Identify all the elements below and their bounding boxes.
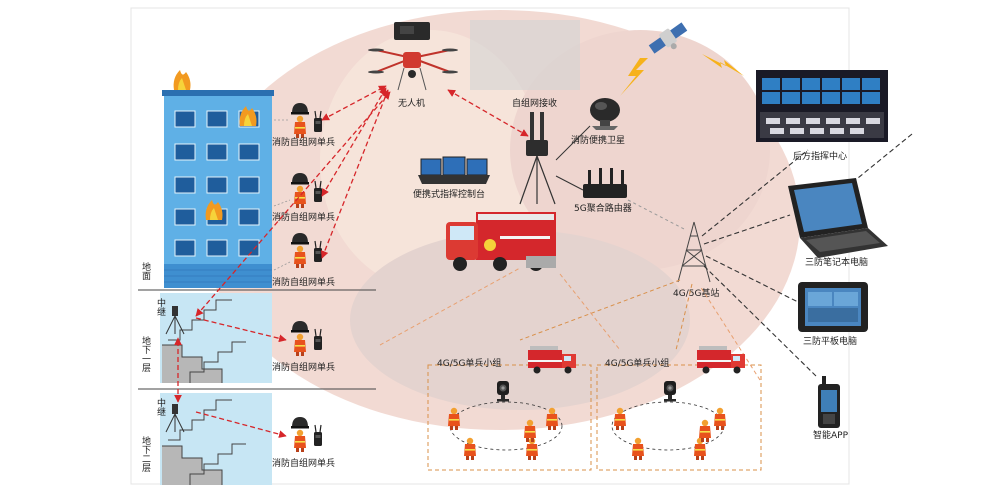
soldier-group-2-label: 4G/5G单兵小组 xyxy=(605,357,669,369)
soldier-group-box xyxy=(596,364,762,471)
drone-icon xyxy=(368,22,458,91)
wireless-bolt-icon xyxy=(702,54,744,76)
router-5g-icon xyxy=(583,168,627,198)
group-1-ring xyxy=(449,401,563,451)
portable-satellite-icon xyxy=(590,98,620,130)
command-center-screen xyxy=(756,70,888,142)
mesh-soldier-label: 消防自组网单兵 xyxy=(272,136,335,148)
router-base-link xyxy=(627,199,687,231)
background-links xyxy=(379,267,761,381)
burning-building xyxy=(162,70,274,288)
basement-2-label: 地下二层 xyxy=(140,435,151,473)
base-group-links xyxy=(519,279,693,351)
smart-app-label: 智能APP xyxy=(813,429,849,441)
ground-label: 地面 xyxy=(140,261,151,281)
base-station-label: 4G/5G基站 xyxy=(673,287,719,299)
command-fire-truck-icon xyxy=(446,212,556,271)
smart-phone-icon xyxy=(818,376,840,428)
rugged-laptop-icon xyxy=(788,178,888,258)
relay-tripod-icon xyxy=(165,404,185,433)
mesh-soldier-label: 消防自组网单兵 xyxy=(272,457,335,469)
fire-icon xyxy=(173,70,191,90)
satellite-link xyxy=(555,125,591,161)
portable-console-label: 便携式指挥控制台 xyxy=(413,188,485,200)
soldier-group-box xyxy=(427,364,592,471)
mesh-receiver-label: 自组网接收 xyxy=(512,97,557,109)
mesh-receiver-icon xyxy=(519,112,556,205)
laptop-label: 三防笔记本电脑 xyxy=(805,256,868,268)
group-2-firefighters xyxy=(614,407,726,460)
rugged-tablet-icon xyxy=(798,282,868,332)
group-2-truck-icon xyxy=(697,346,745,374)
portable-satellite-label: 消防便携卫星 xyxy=(571,134,625,146)
tablet-label: 三防平板电脑 xyxy=(803,335,857,347)
mesh-soldier xyxy=(291,417,323,452)
relay-2-label: 中继 xyxy=(155,397,166,416)
drone-label: 无人机 xyxy=(398,97,425,109)
relay-tripod-icon xyxy=(165,306,185,335)
drone-mesh-links xyxy=(174,85,529,438)
mesh-soldier-label: 消防自组网单兵 xyxy=(272,276,335,288)
mesh-soldier-label: 消防自组网单兵 xyxy=(272,361,335,373)
soldier-group-1-label: 4G/5G单兵小组 xyxy=(437,357,501,369)
base-terminal-links xyxy=(701,149,819,379)
basement-1-label: 地下一层 xyxy=(140,335,151,373)
portable-console-icon xyxy=(418,156,490,184)
basement-2 xyxy=(160,393,272,485)
router-link xyxy=(555,175,584,191)
relay-1-label: 中继 xyxy=(155,297,166,316)
group-2-camera-icon xyxy=(664,381,676,402)
router-5g-label: 5G聚合路由器 xyxy=(574,202,632,214)
base-station-tower-icon xyxy=(677,221,711,283)
satellite-icon xyxy=(648,22,688,54)
command-center-label: 后方指挥中心 xyxy=(793,150,847,162)
